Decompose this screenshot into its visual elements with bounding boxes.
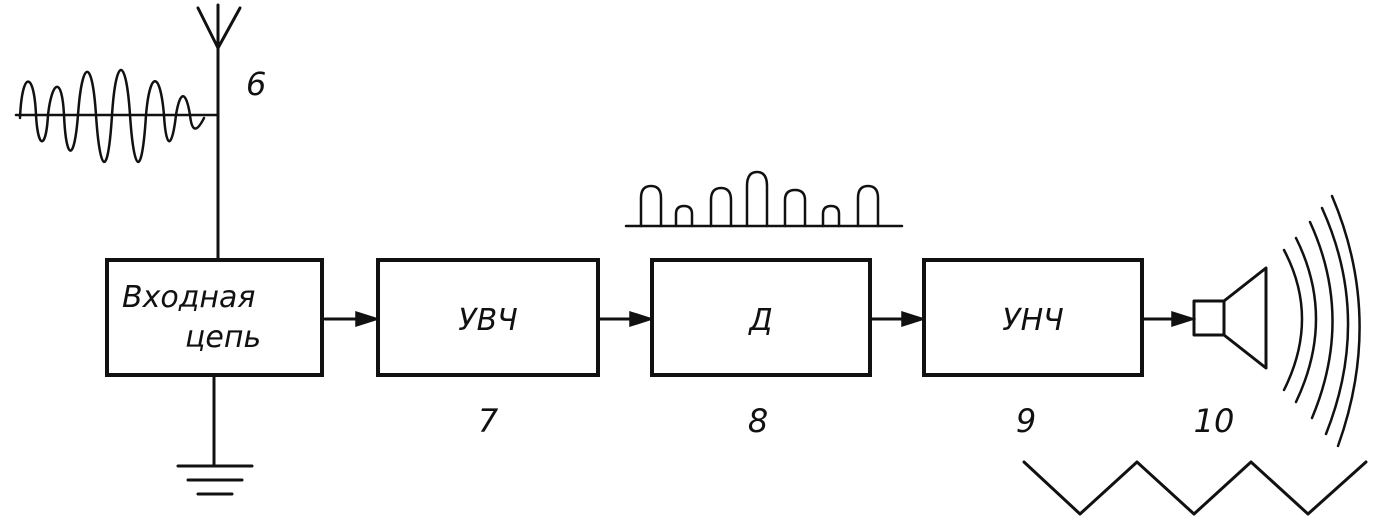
modulated-wave-signal (14, 68, 220, 164)
antenna-icon (196, 3, 242, 262)
input-circuit-label-line1: Входная (122, 280, 255, 315)
rf-amplifier-block: УВЧ (376, 258, 600, 377)
antenna-number: 6 (246, 65, 266, 103)
detected-pulses-signal (624, 170, 904, 228)
sound-waves-icon (1282, 194, 1361, 448)
rf-amplifier-label: УВЧ (458, 303, 517, 338)
af-amplifier-label: УНЧ (1002, 303, 1063, 338)
input-circuit-label-line2: цепь (185, 320, 261, 355)
input-circuit-block: Входная цепь (105, 258, 324, 377)
detector-block: Д (650, 258, 872, 377)
ground-icon (176, 373, 254, 496)
arrow-af-amp-to-speaker (1142, 310, 1197, 328)
audio-output-signal (1022, 460, 1368, 516)
speaker-number: 10 (1194, 402, 1235, 440)
detector-number: 8 (748, 402, 768, 440)
rf-amplifier-number: 7 (478, 402, 499, 440)
af-amplifier-block: УНЧ (922, 258, 1144, 377)
arrow-detector-to-af-amp (870, 310, 927, 328)
af-amplifier-number: 9 (1016, 402, 1036, 440)
detector-label: Д (747, 303, 772, 338)
arrow-rf-amp-to-detector (598, 310, 655, 328)
arrow-input-to-rf-amp (323, 310, 381, 328)
speaker-icon (1192, 266, 1268, 370)
